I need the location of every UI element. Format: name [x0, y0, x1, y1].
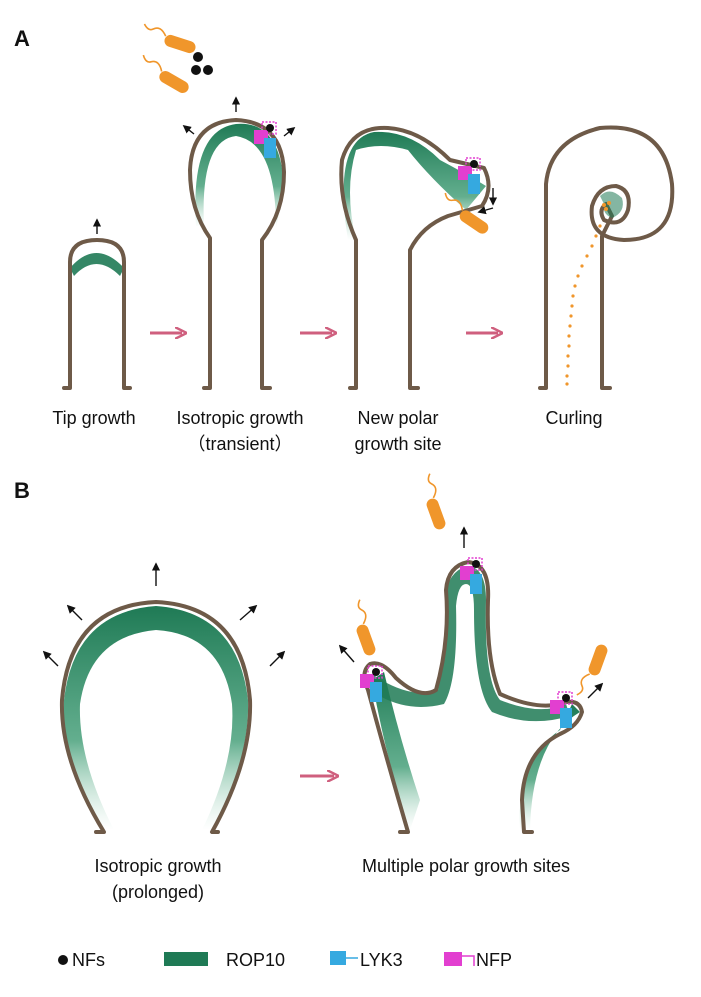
- bacterium: [576, 642, 609, 700]
- prolonged-arrow-upright: [240, 606, 256, 620]
- nf-dot: [191, 65, 201, 75]
- caption-growth-site: growth site: [354, 434, 441, 454]
- legend-rop10-swatch: [164, 952, 208, 966]
- nf-dot: [193, 52, 203, 62]
- isotropic-prolonged-hair: [62, 602, 250, 832]
- caption-transient: （transient）: [187, 434, 292, 454]
- legend-nfp-tail: [462, 956, 474, 966]
- isotropic-transient-arrow-left: [184, 126, 194, 134]
- panel-b-letter: B: [14, 478, 30, 503]
- panel-a-letter: A: [14, 26, 30, 51]
- legend-nfs-swatch: [58, 955, 68, 965]
- tip-growth-hair: [64, 240, 130, 388]
- legend-nfs-label: NFs: [72, 950, 105, 970]
- prolonged-arrow-right: [270, 652, 284, 666]
- caption-prolonged: (prolonged): [112, 882, 204, 902]
- curling-hair: [540, 127, 672, 388]
- bacterium: [417, 474, 450, 532]
- multiple-polar-sites-hair: [360, 558, 582, 832]
- multi-arrow-left: [340, 646, 354, 662]
- bacterium: [140, 24, 198, 55]
- isotropic-transient-arrow-right: [284, 128, 294, 136]
- caption-new-polar: New polar: [357, 408, 438, 428]
- prolonged-arrow-left: [44, 652, 58, 666]
- legend-lyk3-swatch: [330, 951, 346, 965]
- caption-curling: Curling: [545, 408, 602, 428]
- legend-lyk3-label: LYK3: [360, 950, 403, 970]
- caption-isotropic-prolonged: Isotropic growth: [94, 856, 221, 876]
- new-polar-site-hair: [341, 128, 488, 388]
- caption-isotropic-transient: Isotropic growth: [176, 408, 303, 428]
- bacterium: [347, 600, 380, 658]
- legend-nfp-label: NFP: [476, 950, 512, 970]
- nf-dot: [203, 65, 213, 75]
- legend-nfp-swatch: [444, 952, 462, 966]
- caption-multiple-polar-sites: Multiple polar growth sites: [362, 856, 570, 876]
- new-polar-site-arrow-left: [479, 208, 493, 212]
- isotropic-transient-hair: [190, 120, 284, 388]
- multi-arrow-right: [588, 684, 602, 698]
- legend-rop10-label: ROP10: [226, 950, 285, 970]
- caption-tip-growth: Tip growth: [52, 408, 135, 428]
- legend: NFs ROP10 LYK3 NFP: [58, 950, 512, 970]
- prolonged-arrow-upleft: [68, 606, 82, 620]
- bacterium: [136, 55, 192, 95]
